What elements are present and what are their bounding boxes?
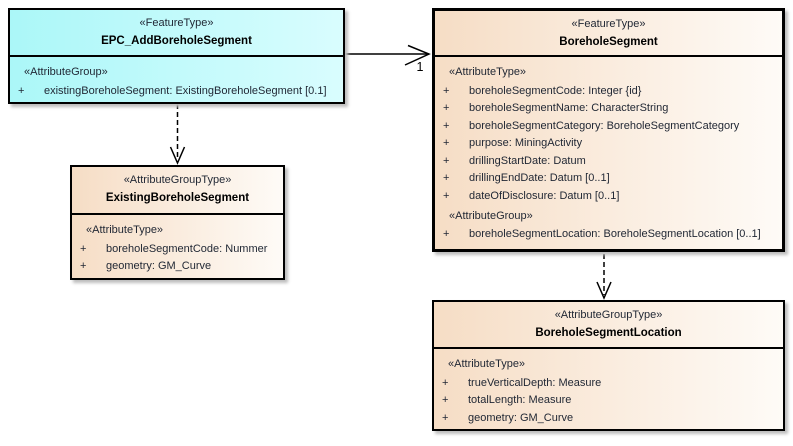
attribute-text: drillingEndDate: Datum [0..1] xyxy=(469,172,610,185)
open-arrowhead-icon xyxy=(404,44,431,66)
class-name: ExistingBoreholeSegment xyxy=(105,192,250,204)
attribute-row: + geometry: GM_Curve xyxy=(440,409,779,427)
stereotype-label: «AttributeGroupType» xyxy=(554,309,663,321)
attribute-group-heading: «AttributeGroup» xyxy=(24,66,108,78)
visibility-symbol: + xyxy=(443,189,450,202)
visibility-symbol: + xyxy=(442,411,449,424)
attribute-row: + boreholeSegmentLocation: BoreholeSegme… xyxy=(441,226,778,244)
attribute-text: dateOfDisclosure: Datum [0..1] xyxy=(469,189,620,202)
class-name: EPC_AddBoreholeSegment xyxy=(101,35,252,47)
attribute-compartment: «AttributeGroup» + existingBoreholeSegme… xyxy=(10,57,343,102)
attribute-type-heading: «AttributeType» xyxy=(448,358,526,370)
visibility-symbol: + xyxy=(443,84,450,97)
visibility-symbol: + xyxy=(80,260,87,273)
open-arrowhead-icon xyxy=(596,281,612,300)
class-name: BoreholeSegmentLocation xyxy=(535,327,682,339)
dependency-connector-left[interactable] xyxy=(169,104,186,165)
attribute-text: geometry: GM_Curve xyxy=(468,411,574,424)
visibility-symbol: + xyxy=(442,394,449,407)
association-connector[interactable] xyxy=(345,44,431,66)
attribute-row: + boreholeSegmentName: CharacterString xyxy=(441,100,778,118)
attribute-row: + boreholeSegmentCategory: BoreholeSegme… xyxy=(441,117,778,135)
attribute-row: + boreholeSegmentCode: Integer {id} xyxy=(441,82,778,100)
visibility-symbol: + xyxy=(443,102,450,115)
class-title: «FeatureType» BoreholeSegment xyxy=(435,11,782,57)
attribute-text: geometry: GM_Curve xyxy=(106,260,212,273)
attribute-text: boreholeSegmentCode: Integer {id} xyxy=(469,84,642,97)
attribute-type-heading: «AttributeType» xyxy=(449,66,527,78)
class-box-epc-addboreholesegment[interactable]: «FeatureType» EPC_AddBoreholeSegment «At… xyxy=(8,8,345,104)
attribute-compartment: «AttributeType» + boreholeSegmentCode: N… xyxy=(72,215,283,277)
class-name: BoreholeSegment xyxy=(559,36,658,48)
attribute-text: boreholeSegmentLocation: BoreholeSegment… xyxy=(469,228,761,241)
attribute-row: + geometry: GM_Curve xyxy=(78,258,279,276)
class-box-boreholesegment[interactable]: «FeatureType» BoreholeSegment «Attribute… xyxy=(432,8,785,252)
class-box-existingboreholesegment[interactable]: «AttributeGroupType» ExistingBoreholeSeg… xyxy=(70,165,285,280)
visibility-symbol: + xyxy=(443,154,450,167)
visibility-symbol: + xyxy=(443,228,450,241)
attribute-row: + drillingStartDate: Datum xyxy=(441,152,778,170)
attribute-row: + purpose: MiningActivity xyxy=(441,135,778,153)
class-title: «FeatureType» EPC_AddBoreholeSegment xyxy=(10,10,343,57)
attribute-compartment: «AttributeType» + boreholeSegmentCode: I… xyxy=(435,57,782,245)
stereotype-label: «FeatureType» xyxy=(139,17,214,29)
open-arrowhead-icon xyxy=(169,146,186,165)
attribute-text: boreholeSegmentName: CharacterString xyxy=(469,102,669,115)
visibility-symbol: + xyxy=(443,119,450,132)
attribute-type-heading: «AttributeType» xyxy=(86,224,164,236)
attribute-compartment: «AttributeType» + trueVerticalDepth: Mea… xyxy=(434,349,783,429)
attribute-row: + trueVerticalDepth: Measure xyxy=(440,374,779,392)
dependency-connector-right[interactable] xyxy=(596,254,612,300)
visibility-symbol: + xyxy=(443,137,450,150)
attribute-group-heading: «AttributeGroup» xyxy=(449,209,533,222)
visibility-symbol: + xyxy=(443,172,450,185)
attribute-text: totalLength: Measure xyxy=(468,394,572,407)
stereotype-label: «AttributeGroupType» xyxy=(123,174,232,186)
attribute-text: boreholeSegmentCategory: BoreholeSegment… xyxy=(469,119,740,132)
class-box-boreholesegmentlocation[interactable]: «AttributeGroupType» BoreholeSegmentLoca… xyxy=(432,300,785,431)
attribute-text: drillingStartDate: Datum xyxy=(469,154,586,167)
class-title: «AttributeGroupType» ExistingBoreholeSeg… xyxy=(72,167,283,215)
attribute-row: + drillingEndDate: Datum [0..1] xyxy=(441,170,778,188)
visibility-symbol: + xyxy=(442,376,449,389)
visibility-symbol: + xyxy=(80,242,87,255)
attribute-row: + existingBoreholeSegment: ExistingBoreh… xyxy=(16,82,339,100)
attribute-row: + totalLength: Measure xyxy=(440,392,779,410)
multiplicity-label: 1 xyxy=(416,60,424,74)
attribute-text: boreholeSegmentCode: Nummer xyxy=(106,242,268,255)
visibility-symbol: + xyxy=(18,84,25,97)
attribute-row: + boreholeSegmentCode: Nummer xyxy=(78,240,279,258)
class-title: «AttributeGroupType» BoreholeSegmentLoca… xyxy=(434,302,783,349)
attribute-text: purpose: MiningActivity xyxy=(469,137,583,150)
attribute-row: + dateOfDisclosure: Datum [0..1] xyxy=(441,187,778,205)
attribute-text: trueVerticalDepth: Measure xyxy=(468,376,602,389)
attribute-text: existingBoreholeSegment: ExistingBorehol… xyxy=(44,84,327,97)
stereotype-label: «FeatureType» xyxy=(571,18,646,30)
